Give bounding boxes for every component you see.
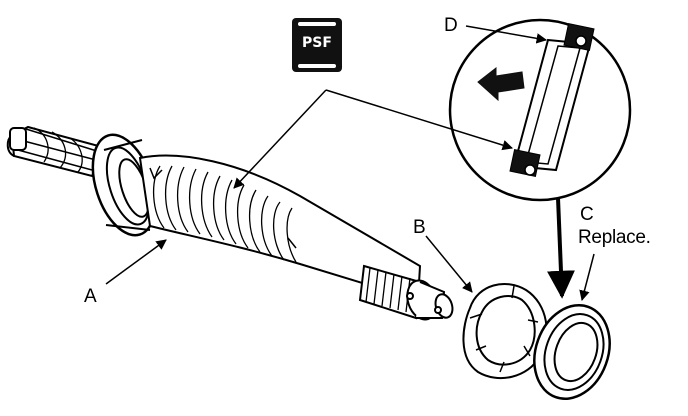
gear-teeth — [6, 125, 108, 178]
label-a: A — [84, 286, 97, 307]
spline-end — [358, 264, 454, 321]
detail-inset — [448, 18, 632, 202]
label-d: D — [444, 15, 458, 36]
psf-fluid-can-icon: PSF — [292, 18, 342, 72]
grease-ribs — [152, 165, 297, 263]
seal-c — [533, 303, 611, 401]
leader-lines — [105, 25, 595, 302]
washer-b — [462, 283, 548, 380]
label-b: B — [413, 217, 426, 238]
psf-label: PSF — [302, 35, 332, 51]
inset-to-seal-arrow — [546, 197, 575, 299]
direction-arrow-icon — [477, 66, 525, 102]
label-c: C — [580, 204, 594, 225]
pinion-shaft — [6, 125, 454, 321]
label-c-note: Replace. — [578, 227, 651, 248]
